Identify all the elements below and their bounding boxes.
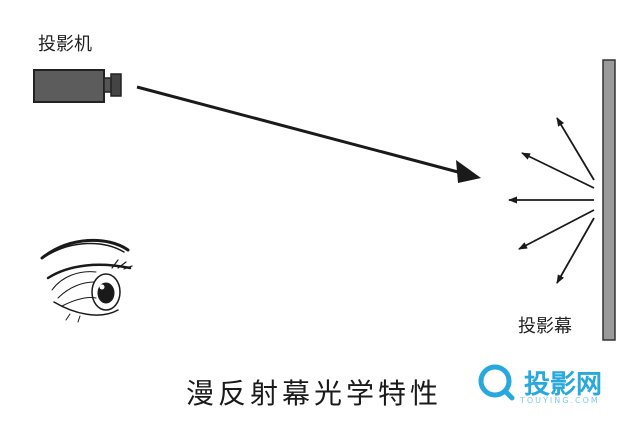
projector-icon [33, 69, 122, 103]
watermark-logo-icon [478, 364, 515, 401]
diffuse-reflection-rays [508, 117, 595, 284]
diagram-caption: 漫反射幕光学特性 [186, 377, 443, 410]
reflected-ray-2 [521, 152, 595, 189]
reflected-ray-4 [518, 209, 595, 250]
projector-label: 投影机 [38, 34, 92, 55]
reflected-ray-1 [556, 117, 595, 181]
reflected-ray-5 [556, 217, 595, 284]
screen-label: 投影幕 [518, 316, 572, 337]
watermark-text: 投影网 [524, 370, 603, 400]
projection-screen [602, 59, 616, 341]
watermark-subtext: TOUYING.COM [520, 396, 600, 405]
eye-icon [40, 238, 133, 323]
incident-beam-arrow [136, 85, 481, 183]
